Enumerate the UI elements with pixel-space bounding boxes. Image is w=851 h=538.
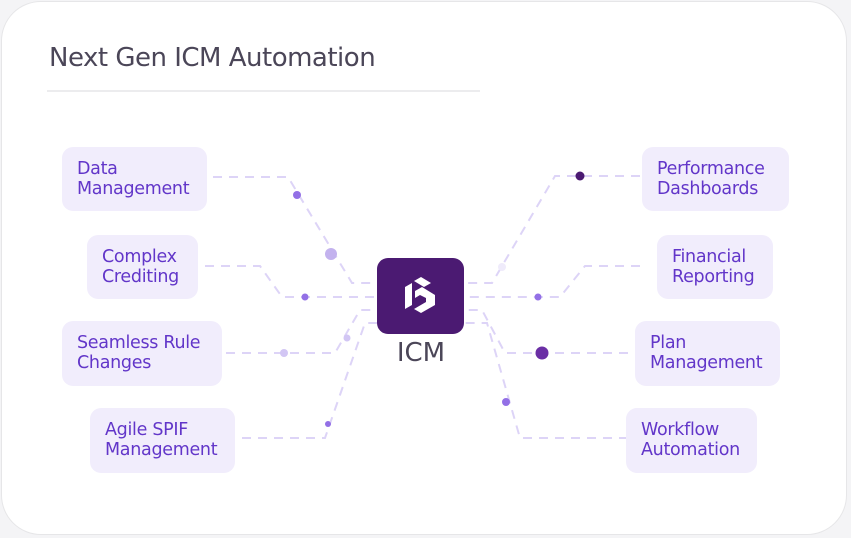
connector-dot bbox=[502, 398, 510, 406]
node-label-line2: Management bbox=[105, 440, 218, 460]
node-label-line1: Financial bbox=[672, 247, 746, 267]
connector-dot bbox=[301, 293, 309, 301]
node-plan-management: Plan Management bbox=[635, 321, 780, 386]
node-financial-reporting: Financial Reporting bbox=[657, 235, 773, 299]
node-label-line1: Complex bbox=[102, 247, 177, 267]
node-label-line1: Workflow bbox=[641, 420, 719, 440]
connector-seamless-rule bbox=[226, 309, 378, 354]
node-label-line2: Dashboards bbox=[657, 179, 759, 199]
hub-label: ICM bbox=[396, 338, 446, 368]
connector-dot bbox=[534, 293, 542, 301]
node-label-line1: Performance bbox=[657, 159, 765, 179]
node-label-line2: Management bbox=[650, 353, 763, 373]
connector-data-management bbox=[213, 176, 378, 284]
connector-dot bbox=[325, 421, 331, 427]
node-label-line1: Seamless Rule bbox=[77, 333, 201, 353]
title-divider bbox=[47, 90, 480, 92]
node-agile-spif-management: Agile SPIF Management bbox=[90, 408, 235, 473]
node-label-line2: Changes bbox=[77, 353, 152, 373]
node-seamless-rule-changes: Seamless Rule Changes bbox=[62, 321, 222, 386]
connector-plan-management bbox=[464, 309, 628, 354]
node-label-line2: Crediting bbox=[102, 267, 179, 287]
connector-performance-dashboards bbox=[464, 175, 640, 284]
connector-dot bbox=[293, 191, 301, 199]
connector-dot bbox=[343, 334, 351, 342]
connector-dot bbox=[498, 263, 506, 271]
page-title: Next Gen ICM Automation bbox=[49, 43, 376, 73]
connector-dot bbox=[575, 171, 585, 181]
node-performance-dashboards: Performance Dashboards bbox=[642, 147, 789, 211]
connector-workflow-automation bbox=[464, 322, 628, 439]
connector-dot bbox=[325, 248, 337, 260]
node-label-line2: Management bbox=[77, 179, 190, 199]
node-label-line2: Reporting bbox=[672, 267, 755, 287]
connector-dot bbox=[280, 349, 288, 357]
node-label-line1: Plan bbox=[650, 333, 687, 353]
node-data-management: Data Management bbox=[62, 147, 207, 211]
node-workflow-automation: Workflow Automation bbox=[626, 408, 757, 473]
connector-dot bbox=[535, 346, 549, 360]
icm-logo-icon bbox=[405, 277, 435, 313]
node-label-line2: Automation bbox=[641, 440, 740, 460]
node-label-line1: Data bbox=[77, 159, 118, 179]
connector-agile-spif bbox=[242, 322, 378, 439]
icm-hub bbox=[377, 258, 464, 334]
node-complex-crediting: Complex Crediting bbox=[87, 235, 198, 299]
connector-financial-reporting bbox=[464, 265, 640, 298]
node-label-line1: Agile SPIF bbox=[105, 420, 189, 440]
